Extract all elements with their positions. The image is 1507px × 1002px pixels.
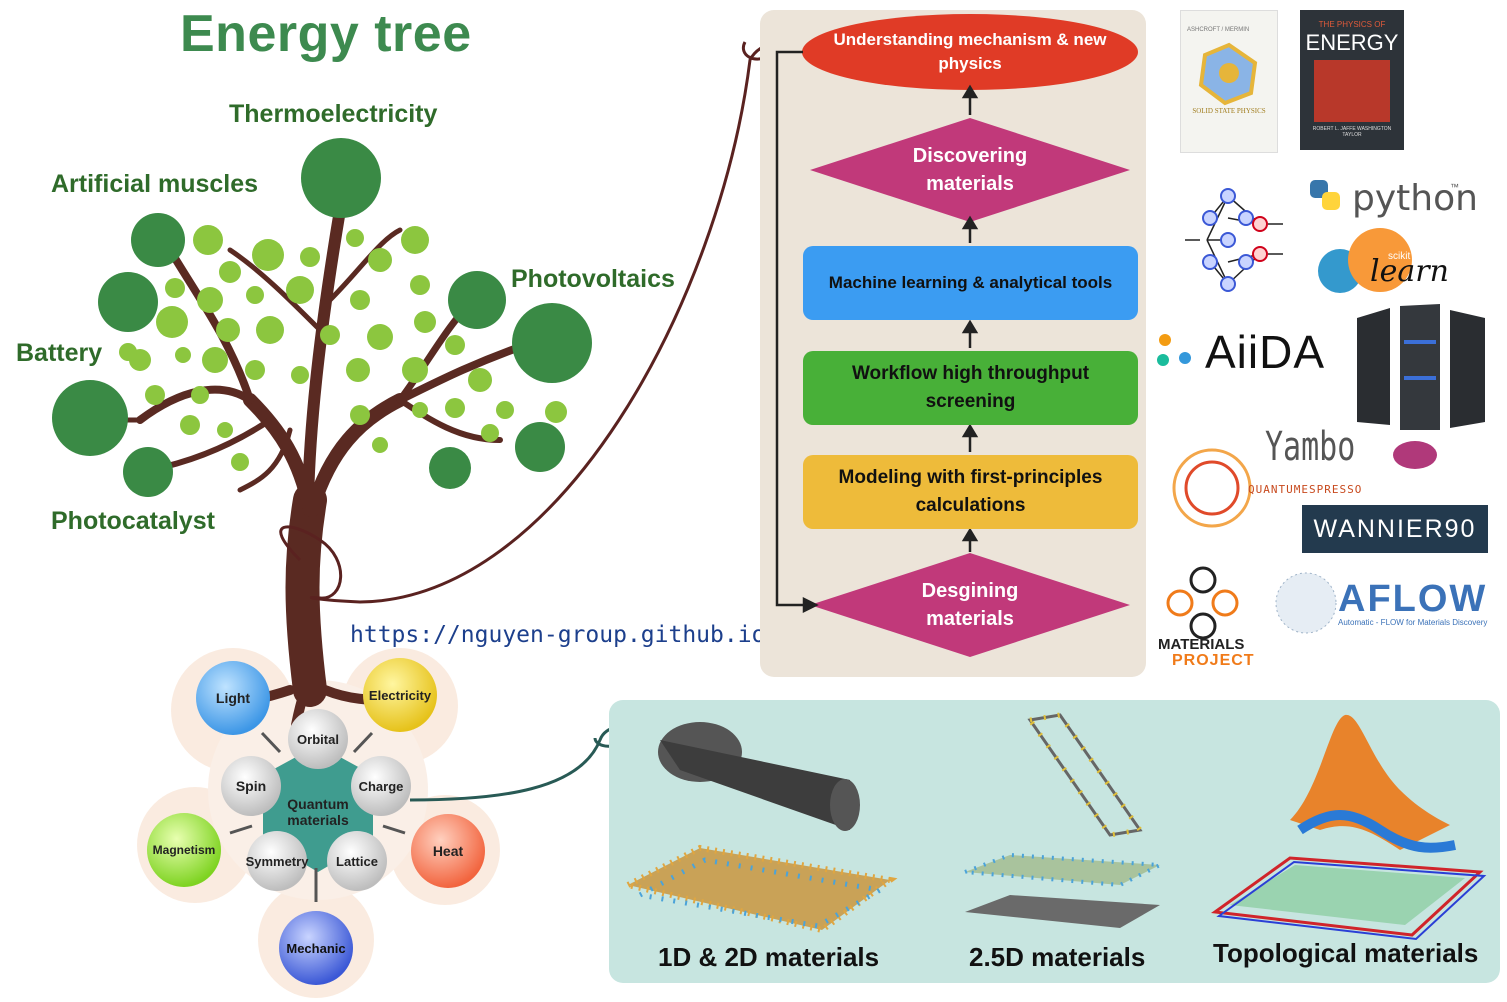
book-solid-state-physics: ASHCROFT / MERMIN SOLID STATE PHYSICS [1180,10,1278,153]
spin-label: Spin [235,778,267,794]
branch-label-photocatalyst: Photocatalyst [51,507,215,535]
book-solid-state-title: SOLID STATE PHYSICS [1192,107,1266,115]
orbital-label: Orbital [297,731,339,747]
workflow-screening-box: Workflow high throughput screening [803,351,1138,425]
book-energy-art [1314,60,1390,122]
scikit-small-text: scikit [1388,251,1411,262]
book-energy-top: THE PHYSICS OF [1318,20,1386,29]
materials-project-text-2: PROJECT [1172,652,1255,669]
symmetry-label: Symmetry [245,853,309,869]
tree-leaves-dark [52,138,592,497]
book-energy-title: ENERGY [1305,30,1399,55]
page-title: Energy tree [180,5,472,63]
light-label: Light [215,690,251,706]
branch-label-photovoltaics: Photovoltaics [511,265,675,293]
magnetism-label: Magnetism [152,843,216,857]
label-topological-materials: Topological materials [1213,938,1479,968]
aflow-subtitle: Automatic - FLOW for Materials Discovery [1338,618,1488,627]
charge-label: Charge [358,778,404,794]
mechanic-label: Mechanic [286,940,346,956]
machine-learning-box: Machine learning & analytical tools [803,246,1138,320]
book-energy-authors: ROBERT L. JAFFE WASHINGTON TAYLOR [1312,126,1392,138]
branch-label-artificial-muscles: Artificial muscles [51,170,259,198]
materials-project-text-1: MATERIALS [1158,636,1245,653]
aiida-logo-text: AiiDA [1205,326,1326,378]
electricity-label: Electricity [368,687,432,703]
quantum-espresso-text: QUANTUMESPRESSO [1248,483,1363,496]
book-physics-of-energy: THE PHYSICS OF ENERGY ROBERT L. JAFFE WA… [1300,10,1404,150]
designing-text: Desgining materials [921,580,1019,630]
python-logo-text: python [1352,178,1478,219]
discovering-text: Discovering materials [912,145,1028,195]
tree-leaves-light [119,225,567,471]
lattice-label: Lattice [336,853,378,869]
label-2-5d-materials: 2.5D materials [969,942,1146,972]
scikit-learn-text: learn [1370,254,1449,289]
label-1d-2d-materials: 1D & 2D materials [658,942,880,972]
book-solid-state-authors: ASHCROFT / MERMIN [1187,27,1250,33]
yambo-logo-text: Yambo [1265,424,1356,470]
branch-label-thermoelectricity: Thermoelectricity [229,100,438,128]
wannier90-logo: WANNIER90 [1302,505,1488,553]
python-tm: ™ [1450,182,1459,192]
branch-label-battery: Battery [16,339,103,367]
crystal-icon [1198,42,1258,106]
modeling-box: Modeling with first-principles calculati… [803,455,1138,529]
understanding-text: Understanding mechanism & new physics [833,30,1107,73]
aflow-logo-text: AFLOW [1338,578,1488,620]
heat-label: Heat [432,843,464,859]
group-url-link[interactable]: https://nguyen-group.github.io/ [350,622,780,648]
